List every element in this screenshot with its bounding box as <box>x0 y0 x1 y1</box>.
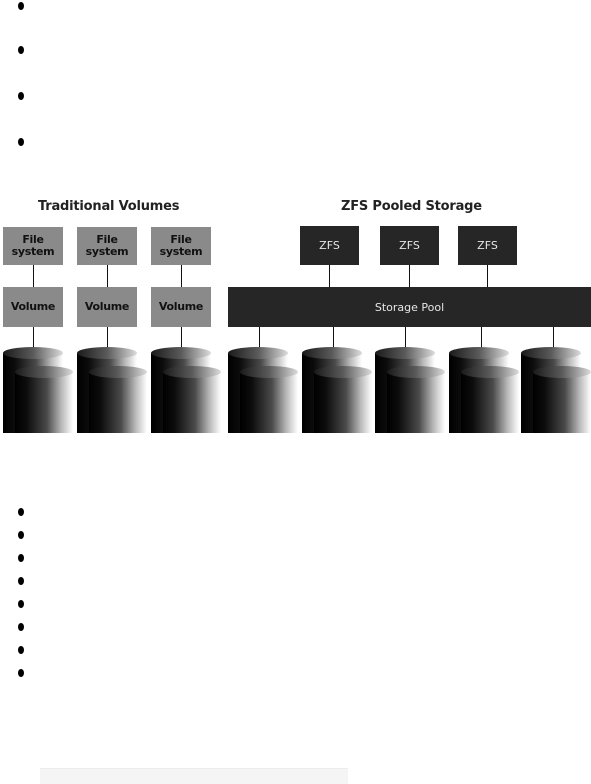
traditional-volumes-title: Traditional Volumes <box>38 199 180 214</box>
pool-disk-connector-3 <box>405 327 406 349</box>
zfs-pooled-storage-title: ZFS Pooled Storage <box>341 199 482 214</box>
disk-pair-traditional-3 <box>151 347 221 433</box>
disk-cylinder <box>163 366 221 433</box>
bullet-5 <box>18 508 24 516</box>
bullet-8 <box>18 577 24 585</box>
volume-disk-connector-1 <box>33 327 34 349</box>
disk-pair-pool-1 <box>228 347 298 433</box>
disk-cylinder <box>314 366 372 433</box>
bullet-7 <box>18 554 24 562</box>
zfs-pool-connector-2 <box>409 265 410 287</box>
disk-cylinder <box>15 366 73 433</box>
pool-disk-connector-1 <box>259 327 260 349</box>
bullet-1 <box>18 2 24 10</box>
volume-disk-connector-2 <box>107 327 108 349</box>
zfs-box-1: ZFS <box>300 226 359 265</box>
file-system-box-1: File system <box>3 227 63 265</box>
volume-box-1: Volume <box>3 287 63 327</box>
bullet-9 <box>18 600 24 608</box>
fs-volume-connector-2 <box>107 265 108 287</box>
zfs-box-2: ZFS <box>380 226 439 265</box>
zfs-pool-connector-1 <box>329 265 330 287</box>
disk-pair-pool-5 <box>521 347 591 433</box>
bullet-10 <box>18 623 24 631</box>
disk-cylinder <box>461 366 519 433</box>
storage-pool-bar: Storage Pool <box>228 287 591 327</box>
zfs-box-3: ZFS <box>458 226 517 265</box>
disk-pair-pool-3 <box>375 347 445 433</box>
bullet-6 <box>18 531 24 539</box>
pool-disk-connector-5 <box>553 327 554 349</box>
bullet-11 <box>18 646 24 654</box>
disk-cylinder <box>89 366 147 433</box>
volume-box-2: Volume <box>77 287 137 327</box>
disk-cylinder <box>387 366 445 433</box>
disk-cylinder <box>240 366 298 433</box>
bullet-2 <box>18 46 24 54</box>
file-system-box-3: File system <box>151 227 211 265</box>
disk-pair-traditional-2 <box>77 347 147 433</box>
volume-box-3: Volume <box>151 287 211 327</box>
bullet-4 <box>18 138 24 146</box>
bullet-12 <box>18 669 24 677</box>
pool-disk-connector-2 <box>333 327 334 349</box>
code-block <box>40 768 348 784</box>
zfs-pool-connector-3 <box>487 265 488 287</box>
bullet-3 <box>18 92 24 100</box>
disk-pair-pool-2 <box>302 347 372 433</box>
disk-cylinder <box>533 366 591 433</box>
disk-pair-pool-4 <box>449 347 519 433</box>
fs-volume-connector-3 <box>181 265 182 287</box>
volume-disk-connector-3 <box>181 327 182 349</box>
fs-volume-connector-1 <box>33 265 34 287</box>
pool-disk-connector-4 <box>481 327 482 349</box>
disk-pair-traditional-1 <box>3 347 73 433</box>
file-system-box-2: File system <box>77 227 137 265</box>
